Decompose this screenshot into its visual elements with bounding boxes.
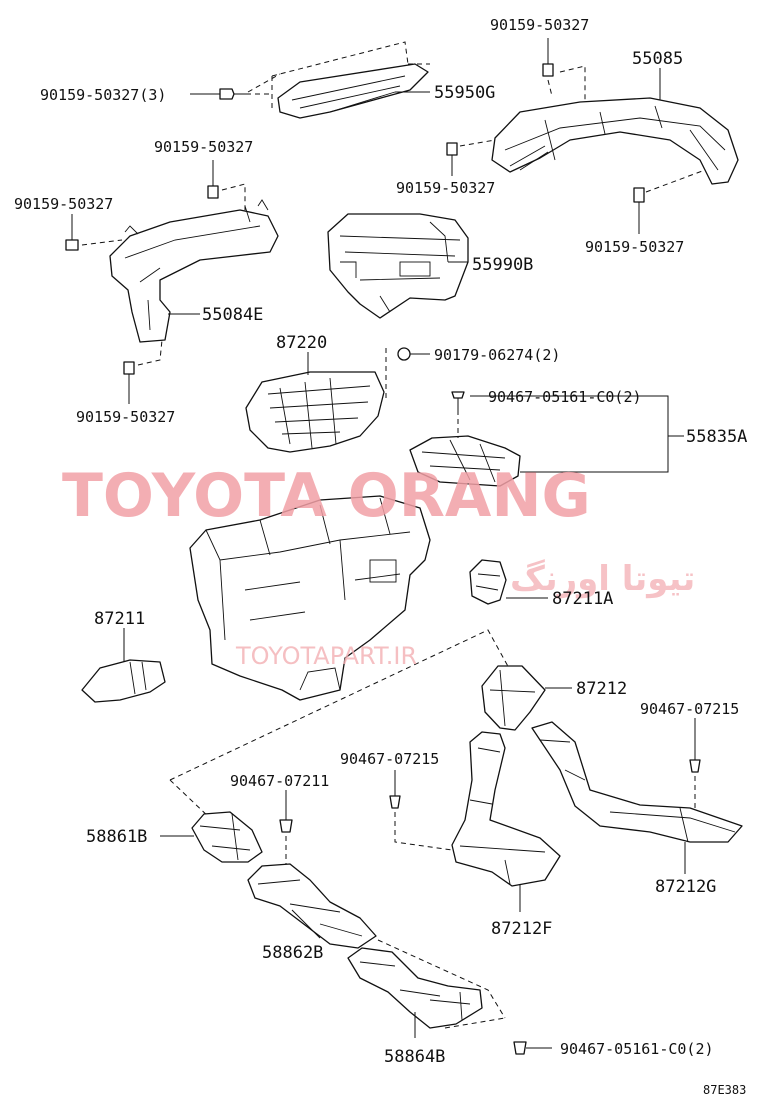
part-55085-duct — [491, 97, 739, 185]
label-55950g: 55950G — [434, 83, 495, 103]
label-87211: 87211 — [94, 609, 145, 629]
label-55835a: 55835A — [686, 427, 747, 447]
dash-55950g-frame — [271, 41, 430, 112]
part-87212f-duct — [451, 731, 561, 887]
label-87212: 87212 — [576, 679, 627, 699]
label-90467-05161-upper: 90467-05161-C0(2) — [488, 388, 642, 406]
label-90467-07211: 90467-07211 — [230, 772, 329, 790]
label-90159-3: 90159-50327(3) — [40, 86, 166, 104]
watermark-arabic: تیوتا اورنگ — [510, 559, 695, 599]
watermark-primary: TOYOTA ORANG — [62, 461, 591, 531]
dash-58864b-frame — [377, 939, 506, 1029]
label-55084e: 55084E — [202, 305, 263, 325]
part-87220-register — [245, 371, 385, 453]
dash-55085-right — [645, 169, 706, 193]
clip-icon — [451, 391, 465, 410]
part-87211a-bracket — [469, 559, 507, 605]
bolt-icon — [65, 214, 79, 251]
part-87211-duct — [81, 659, 166, 703]
dash-55084e-bottom — [137, 339, 163, 366]
dash-55084e-left — [81, 239, 123, 246]
part-55990b-panel — [327, 213, 469, 319]
label-58862b: 58862B — [262, 943, 323, 963]
part-87212-duct — [481, 665, 546, 731]
bolt-icon — [123, 361, 135, 404]
part-55084e-duct — [109, 199, 279, 343]
label-90179: 90179-06274(2) — [434, 346, 560, 364]
bolt-icon — [633, 187, 645, 234]
part-58864b-duct — [347, 947, 483, 1029]
bolt-icon — [207, 160, 219, 199]
part-58861b-duct — [191, 811, 263, 863]
bolt-icon — [219, 88, 246, 100]
label-55990b: 55990B — [472, 255, 533, 275]
bolt-icon — [446, 142, 458, 176]
label-90159-right-lower: 90159-50327 — [585, 238, 684, 256]
label-58864b: 58864B — [384, 1047, 445, 1067]
clip-icon — [689, 718, 701, 773]
leader-55835a-bracket — [470, 395, 669, 473]
dash-55085-left — [459, 139, 496, 147]
label-87211a: 87211A — [552, 589, 613, 609]
clip-icon — [279, 790, 293, 833]
dash-87212f — [394, 812, 453, 851]
label-90159-mid-right: 90159-50327 — [396, 179, 495, 197]
part-55950g-duct — [277, 63, 429, 119]
leader-58862b — [291, 909, 321, 939]
clip-icon — [389, 770, 401, 809]
label-90467-05161-lower: 90467-05161-C0(2) — [560, 1040, 714, 1058]
label-90159-left-upper: 90159-50327 — [154, 138, 253, 156]
label-90467-07215-right: 90467-07215 — [640, 700, 739, 718]
label-90159-left: 90159-50327 — [14, 195, 113, 213]
label-90159-bottom-left: 90159-50327 — [76, 408, 175, 426]
clip-icon — [513, 1041, 552, 1055]
diagram-code: 87E383 — [703, 1083, 746, 1097]
label-58861b: 58861B — [86, 827, 147, 847]
part-hvac-unit — [189, 495, 431, 701]
label-90159-top-right: 90159-50327 — [490, 16, 589, 34]
part-55835a-duct — [409, 435, 521, 487]
dash-bolt-55950g — [246, 73, 281, 95]
label-87212f: 87212F — [491, 919, 552, 939]
part-58862b-duct — [247, 863, 377, 949]
nut-icon — [397, 347, 430, 361]
watermark-url: TOYOTAPART.IR — [235, 642, 417, 670]
part-87212g-duct — [531, 721, 743, 843]
label-87212g: 87212G — [655, 877, 716, 897]
dash-55084e-top — [221, 183, 246, 212]
label-87220: 87220 — [276, 333, 327, 353]
label-55085: 55085 — [632, 49, 683, 69]
dash-55085-top — [547, 65, 586, 102]
label-90467-07215-mid: 90467-07215 — [340, 750, 439, 768]
bolt-icon — [542, 38, 554, 77]
